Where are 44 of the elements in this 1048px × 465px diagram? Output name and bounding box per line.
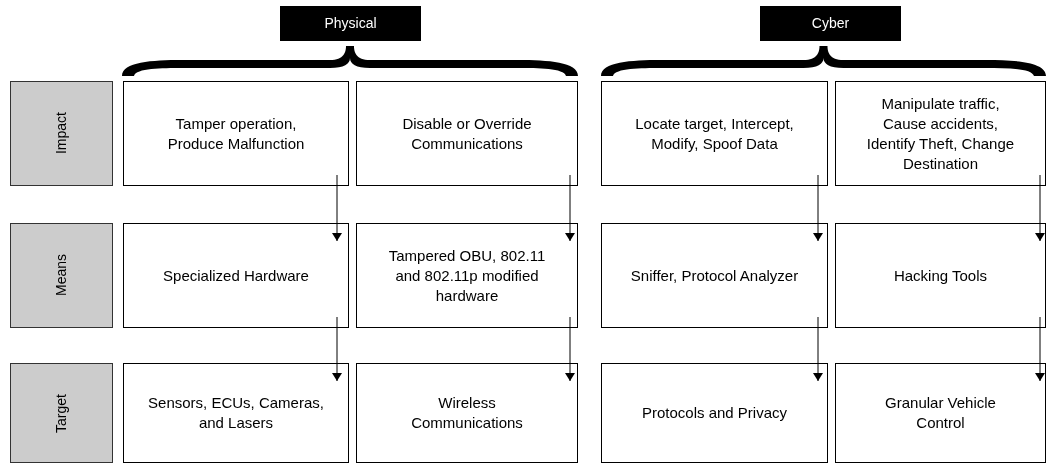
category-box <box>601 363 828 463</box>
box-text: Sniffer, Protocol Analyzer <box>630 265 799 286</box>
category-box <box>601 81 828 186</box>
box-text: Granular Vehicle Control <box>884 393 997 433</box>
category-box <box>123 81 349 186</box>
box-text: Locate target, Intercept, Modify, Spoof Data <box>634 113 795 154</box>
arrow <box>813 174 823 242</box>
category-box <box>835 223 1046 328</box>
box-text: Manipulate traffic, Cause accidents, Identify Theft, Change Destination <box>865 93 1016 174</box>
arrow <box>332 316 342 382</box>
box-text: Disable or Override Communications <box>401 113 533 154</box>
category-box <box>356 81 578 186</box>
bracket <box>122 46 578 76</box>
box-text: Cyber <box>811 14 850 33</box>
category-header <box>760 6 901 41</box>
box-text: Hacking Tools <box>893 265 988 286</box>
category-box <box>123 223 349 328</box>
box-text: Specialized Hardware <box>163 265 309 286</box>
row-header <box>10 363 113 463</box>
arrow <box>813 316 823 382</box>
arrow <box>332 174 342 242</box>
arrow <box>1035 174 1045 242</box>
box-text: Sensors, ECUs, Cameras, and Lasers <box>148 393 324 433</box>
bracket <box>601 46 1046 76</box>
box-text: Protocols and Privacy <box>641 403 788 423</box>
box-text: Wireless Communications <box>410 393 524 433</box>
category-box <box>601 223 828 328</box>
box-text: Tampered OBU, 802.11 and 802.11p modified hardware <box>387 245 547 306</box>
row-header <box>10 223 113 328</box>
row-header <box>10 81 113 186</box>
category-box <box>835 363 1046 463</box>
row-label: Means <box>52 254 70 297</box>
category-box <box>356 223 578 328</box>
row-label: Impact <box>52 112 70 155</box>
arrow <box>1035 316 1045 382</box>
category-box <box>835 81 1046 186</box>
category-header <box>280 6 421 41</box>
row-label: Target <box>52 393 70 433</box>
arrow <box>565 174 575 242</box>
box-text: Tamper operation, Produce Malfunction <box>166 113 306 154</box>
box-text: Physical <box>324 14 377 33</box>
category-box <box>123 363 349 463</box>
category-box <box>356 363 578 463</box>
arrow <box>565 316 575 382</box>
